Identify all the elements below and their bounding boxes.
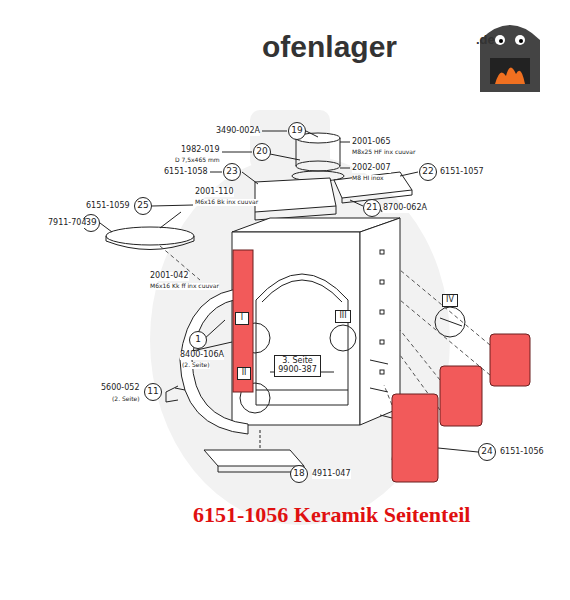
part-number: 3490-002A <box>216 127 260 136</box>
part-number: 2001-065 <box>352 138 391 147</box>
part-number: M6x16 Kk ff inx cuuvar <box>150 283 219 290</box>
part-number: (2. Seite) <box>112 396 140 403</box>
callout-number: 18 <box>290 465 308 483</box>
part-number: 8400-106A <box>180 351 224 360</box>
node-text: 9900-387 <box>278 366 317 375</box>
node-text: 19 <box>291 126 302 136</box>
node-text: II <box>242 369 247 378</box>
node-text: IV <box>446 296 454 305</box>
part-number: 6151-1056 <box>500 448 544 457</box>
node-text: 24 <box>481 447 492 457</box>
part-number: M8x25 HF inx cuuvar <box>352 149 415 156</box>
logo-text: ofenlager <box>262 30 397 63</box>
ceramic-side-panel <box>233 250 530 482</box>
part-number: D 7,5x465 mm <box>175 157 220 164</box>
part-number: 2002-007 <box>352 164 391 173</box>
node-text: 1 <box>195 335 201 345</box>
part-number: (2. Seite) <box>182 362 210 369</box>
callout-number: 1 <box>189 331 207 349</box>
node-text: 11 <box>147 387 158 397</box>
callout-number: 23 <box>223 163 241 181</box>
watermark <box>150 110 450 525</box>
node-text: 39 <box>85 218 96 228</box>
part-number: 1982-019 <box>181 146 220 155</box>
node-text: 3. Seite <box>282 357 312 366</box>
part-number: M8 HI inox <box>352 175 384 182</box>
detail-box: III <box>335 310 351 323</box>
callout-number: 22 <box>419 163 437 181</box>
part-number: M6x16 Bk inx cuuvar <box>195 199 258 206</box>
callout-number: 19 <box>288 122 306 140</box>
node-text: I <box>241 314 243 323</box>
detail-box: IV <box>442 294 458 307</box>
callout-number: 21 <box>363 199 381 217</box>
node-text: 23 <box>226 167 237 177</box>
caption: 6151-1056 Keramik Seitenteil <box>193 503 470 527</box>
node-text: 25 <box>137 201 148 211</box>
part-number: 6151-1059 <box>86 202 130 211</box>
node-text: 20 <box>256 147 267 157</box>
part-number: 7911-704 <box>48 219 87 228</box>
logo-text: .de <box>476 33 495 47</box>
part-number: 2001-042 <box>150 272 189 281</box>
detail-box: I <box>235 312 249 325</box>
node-text: III <box>339 312 346 321</box>
part-number: 6151-1057 <box>440 168 484 177</box>
callout-number: 25 <box>134 197 152 215</box>
detail-box: II <box>237 367 251 380</box>
callout-number: 20 <box>253 143 271 161</box>
node-text: 18 <box>293 469 304 479</box>
part-number: 4911-047 <box>312 470 351 479</box>
node-text: 21 <box>366 203 377 213</box>
detail-box: 3. Seite9900-387 <box>274 355 321 377</box>
part-number: 6151-1058 <box>164 168 208 177</box>
part-number: 2001-110 <box>195 188 234 197</box>
part-number: 5600-052 <box>101 384 140 393</box>
part-number: 8700-062A <box>383 204 427 213</box>
callout-number: 24 <box>478 443 496 461</box>
callout-number: 11 <box>144 383 162 401</box>
node-text: 22 <box>422 167 433 177</box>
